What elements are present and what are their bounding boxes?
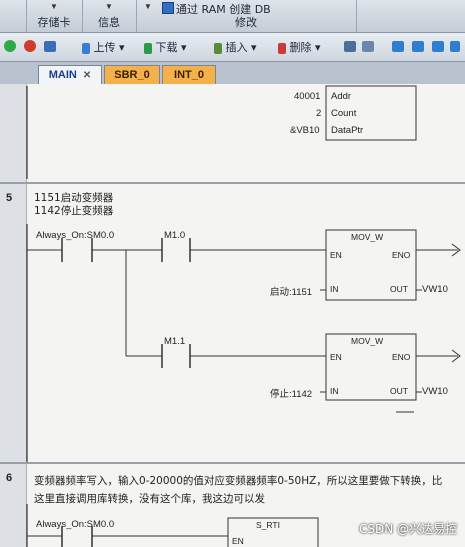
block-pin-eno: ENO <box>392 250 411 260</box>
chevron-down-icon: ▼ <box>144 2 152 11</box>
toolbar: 上传 ▾ 下载 ▾ 插入 ▾ 删除 ▾ <box>0 33 465 62</box>
comment-line: 1142停止变频器 <box>34 205 114 217</box>
delete-label: 删除 <box>289 41 312 54</box>
network-separator <box>0 182 465 184</box>
comment-line: 这里直接调用库转换，没有这个库，我这边可以发 <box>34 493 265 505</box>
tab-main-label: MAIN <box>48 69 77 81</box>
block-title: MOV_W <box>351 232 384 242</box>
block-pin-in: IN <box>330 284 339 294</box>
prev-dataptr-pin: DataPtr <box>331 125 364 136</box>
ribbon-group-left <box>0 0 27 32</box>
block-output-operand[interactable]: VW10 <box>422 284 448 295</box>
modify-label: 修改 <box>235 16 257 29</box>
upload-button[interactable]: 上传 ▾ <box>82 39 125 55</box>
tab-int-0[interactable]: INT_0 <box>162 65 216 84</box>
chevron-down-icon: ▼ <box>50 2 58 11</box>
upload-label: 上传 <box>93 41 116 54</box>
ram-create-db-button[interactable]: 通过 RAM 创建 DB <box>176 3 271 16</box>
tab-main[interactable]: MAIN ✕ <box>38 65 102 84</box>
block-pin-eno: ENO <box>392 352 411 362</box>
prev-addr-pin: Addr <box>331 91 352 102</box>
block-pin-en: EN <box>330 352 342 362</box>
contact-label[interactable]: Always_On:SM0.0 <box>36 519 115 530</box>
comment-line: 变频器频率写入，输入0-20000的值对应变频器频率0-50HZ，所以这里要做下… <box>34 475 443 487</box>
contact-label[interactable]: Always_On:SM0.0 <box>36 230 115 241</box>
db-icon <box>162 2 174 14</box>
chevron-down-icon: ▼ <box>105 2 113 11</box>
n5-block2-box <box>325 333 417 401</box>
close-icon[interactable]: ✕ <box>82 70 92 81</box>
download-button[interactable]: 下载 ▾ <box>144 39 187 55</box>
monitor-icon[interactable] <box>362 39 374 52</box>
block-pin-en: EN <box>232 536 244 546</box>
delete-icon <box>278 42 286 54</box>
watermark: CSDN @兴达易控 <box>358 522 457 536</box>
storage-card-label: 存储卡 <box>37 16 71 29</box>
block-title: MOV_W <box>351 336 384 346</box>
info-button[interactable]: ▼ 信息 <box>82 0 137 32</box>
editor-tabs: MAIN ✕ SBR_0 INT_0 <box>0 62 465 84</box>
block-pin-in: IN <box>330 386 339 396</box>
tab-sbr-0[interactable]: SBR_0 <box>104 65 160 84</box>
network-icon[interactable] <box>344 39 356 52</box>
modify-group: ▼ 通过 RAM 创建 DB 修改 <box>136 0 357 32</box>
network-comment[interactable]: 变频器频率写入，输入0-20000的值对应变频器频率0-50HZ，所以这里要做下… <box>34 472 462 508</box>
ladder-graphics <box>26 85 461 547</box>
block-output-operand[interactable]: VW10 <box>422 386 448 397</box>
prev-count-value: 2 <box>316 108 322 119</box>
block-input-operand[interactable]: 启动:1151 <box>270 287 313 298</box>
network-comment[interactable]: 1151启动变频器 1142停止变频器 <box>34 192 113 218</box>
n5-eno2-arrow <box>451 349 461 363</box>
block-pin-out: OUT <box>390 386 408 396</box>
insert-button[interactable]: 插入 ▾ <box>214 39 257 55</box>
tab-sbr-0-label: SBR_0 <box>114 69 150 81</box>
n6-block-box <box>227 517 319 547</box>
more-icon[interactable] <box>450 39 460 52</box>
insert-icon <box>214 42 222 54</box>
network-number: 6 <box>6 472 13 484</box>
prev-block-box <box>325 85 417 141</box>
download-icon <box>144 42 152 54</box>
ladder-editor[interactable]: 40001 Addr 2 Count &VB10 DataPtr 5 1151启… <box>0 84 465 547</box>
n5-block1-box <box>325 229 417 301</box>
network-gutter <box>0 84 27 547</box>
info-label: 信息 <box>98 16 120 29</box>
storage-card-button[interactable]: ▼ 存储卡 <box>26 0 83 32</box>
contact-label[interactable]: M1.0 <box>164 230 186 241</box>
upload-icon <box>82 42 90 54</box>
block-pin-out: OUT <box>390 284 408 294</box>
network-separator <box>0 462 465 464</box>
block-input-operand[interactable]: 停止:1142 <box>270 389 313 400</box>
ribbon: ▼ 存储卡 ▼ 信息 ▼ 通过 RAM 创建 DB 修改 <box>0 0 465 33</box>
block-title: S_RTI <box>256 520 280 530</box>
insert-label: 插入 <box>225 41 248 54</box>
comment-line: 1151启动变频器 <box>34 192 114 204</box>
contact-label[interactable]: M1.1 <box>164 336 186 347</box>
coil-icon[interactable] <box>412 39 424 52</box>
block-pin-en: EN <box>330 250 342 260</box>
stop-icon[interactable] <box>24 39 36 52</box>
compile-icon[interactable] <box>44 39 56 52</box>
download-label: 下载 <box>155 41 178 54</box>
prev-count-pin: Count <box>331 108 357 119</box>
n5-eno-arrow <box>451 243 461 257</box>
network-number: 5 <box>6 192 13 204</box>
contact-icon[interactable] <box>392 39 404 52</box>
tab-int-0-label: INT_0 <box>174 69 204 81</box>
prev-addr-value: 40001 <box>294 91 321 102</box>
delete-button[interactable]: 删除 ▾ <box>278 39 321 55</box>
box-icon[interactable] <box>432 39 444 52</box>
run-icon[interactable] <box>4 39 16 52</box>
prev-dataptr-value: &VB10 <box>290 125 320 136</box>
